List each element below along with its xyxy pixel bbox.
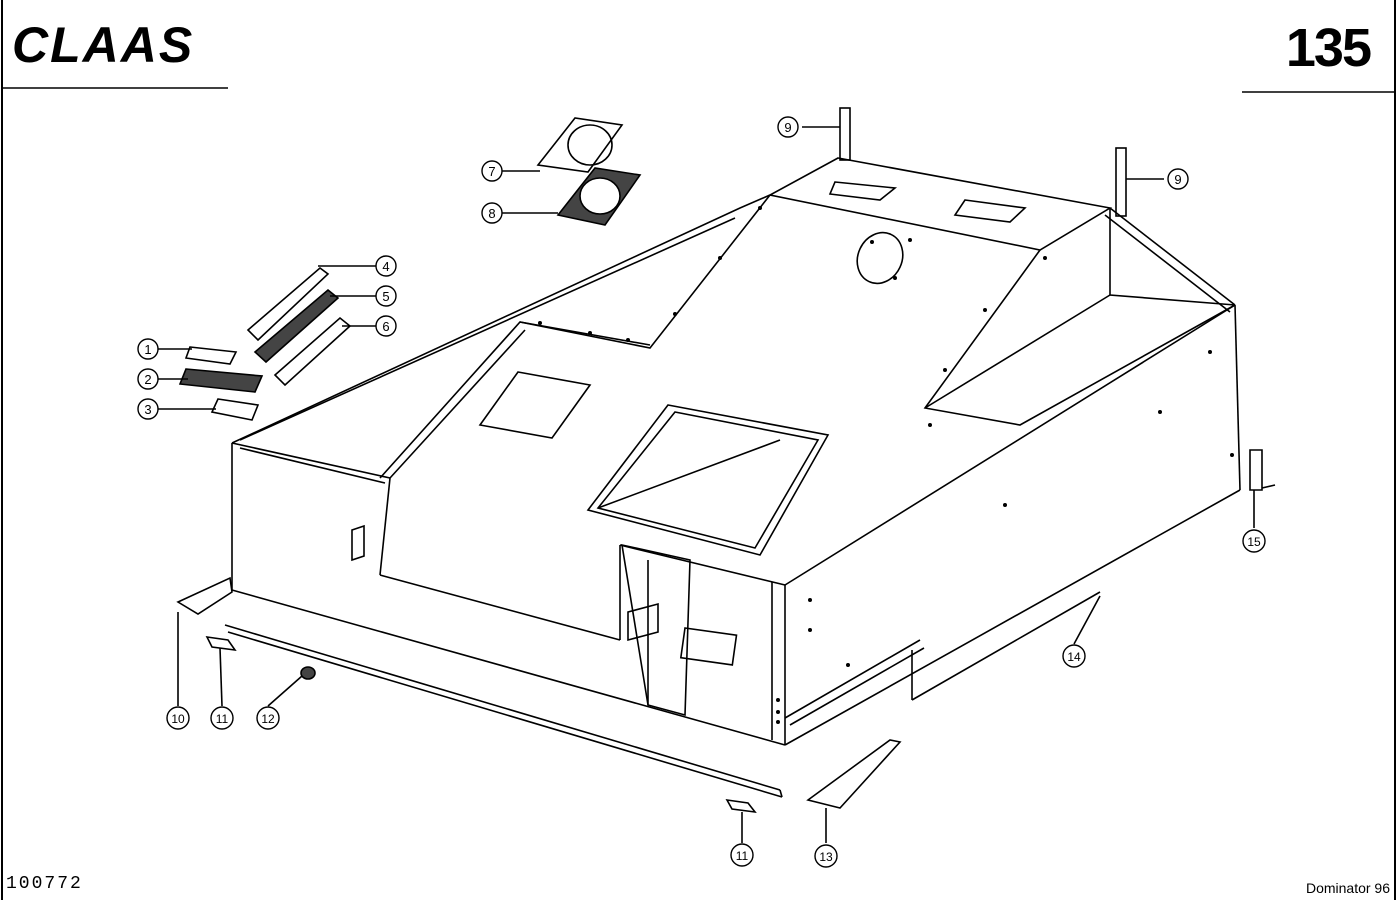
claas-logo: CLAAS [10, 14, 240, 74]
part-flange-7 [536, 117, 624, 173]
svg-text:9: 9 [1174, 172, 1181, 187]
svg-text:5: 5 [382, 289, 389, 304]
part-plate-1 [184, 346, 238, 365]
callout-1: 1 [137, 338, 159, 360]
part-plate-11b [725, 798, 757, 814]
svg-text:3: 3 [144, 402, 151, 417]
part-upright-9a [839, 107, 851, 161]
svg-text:CLAAS: CLAAS [12, 17, 194, 73]
callout-9a: 9 [777, 116, 799, 138]
rivet-dots [538, 206, 1234, 724]
part-plate-3 [210, 398, 260, 421]
svg-text:11: 11 [736, 849, 749, 863]
model-name: Dominator 96 [1305, 880, 1390, 896]
part-strip-4 [246, 266, 330, 342]
part-plate-11a [205, 635, 237, 652]
callout-layer: 1 2 3 4 5 6 7 8 9 9 10 11 [137, 116, 1266, 868]
svg-text:14: 14 [1067, 650, 1081, 664]
page-number: 135 [1285, 18, 1372, 78]
part-angle-15 [1249, 449, 1263, 491]
callout-11b: 11 [730, 843, 754, 867]
svg-text:13: 13 [819, 850, 833, 864]
callout-13: 13 [814, 844, 838, 868]
callout-12: 12 [256, 706, 280, 730]
callout-4: 4 [375, 255, 397, 277]
callout-14: 14 [1062, 644, 1086, 668]
part-bracket-10 [176, 576, 233, 615]
part-bracket-13 [806, 739, 902, 809]
svg-text:15: 15 [1247, 535, 1261, 549]
housing-top-panel [767, 157, 1113, 251]
callout-6: 6 [375, 315, 397, 337]
callout-10: 10 [166, 706, 190, 730]
callout-9b: 9 [1167, 168, 1189, 190]
part-upright-9b [1115, 147, 1127, 217]
svg-text:8: 8 [488, 206, 495, 221]
svg-text:6: 6 [382, 319, 389, 334]
svg-text:10: 10 [171, 712, 185, 726]
svg-text:9: 9 [784, 120, 791, 135]
svg-text:2: 2 [144, 372, 151, 387]
callout-8: 8 [481, 202, 503, 224]
callout-2: 2 [137, 368, 159, 390]
drawing-id: 100772 [6, 874, 83, 894]
svg-text:7: 7 [488, 164, 495, 179]
svg-text:11: 11 [216, 712, 229, 726]
part-washer-12 [300, 666, 316, 680]
part-gasket-strip-5 [253, 288, 340, 364]
part-gasket-2 [178, 368, 264, 393]
callout-15: 15 [1242, 529, 1266, 553]
callout-3: 3 [137, 398, 159, 420]
svg-text:1: 1 [144, 342, 151, 357]
svg-text:12: 12 [261, 712, 275, 726]
callout-5: 5 [375, 285, 397, 307]
svg-text:4: 4 [382, 259, 389, 274]
callout-7: 7 [481, 160, 503, 182]
callout-11a: 11 [210, 706, 234, 730]
